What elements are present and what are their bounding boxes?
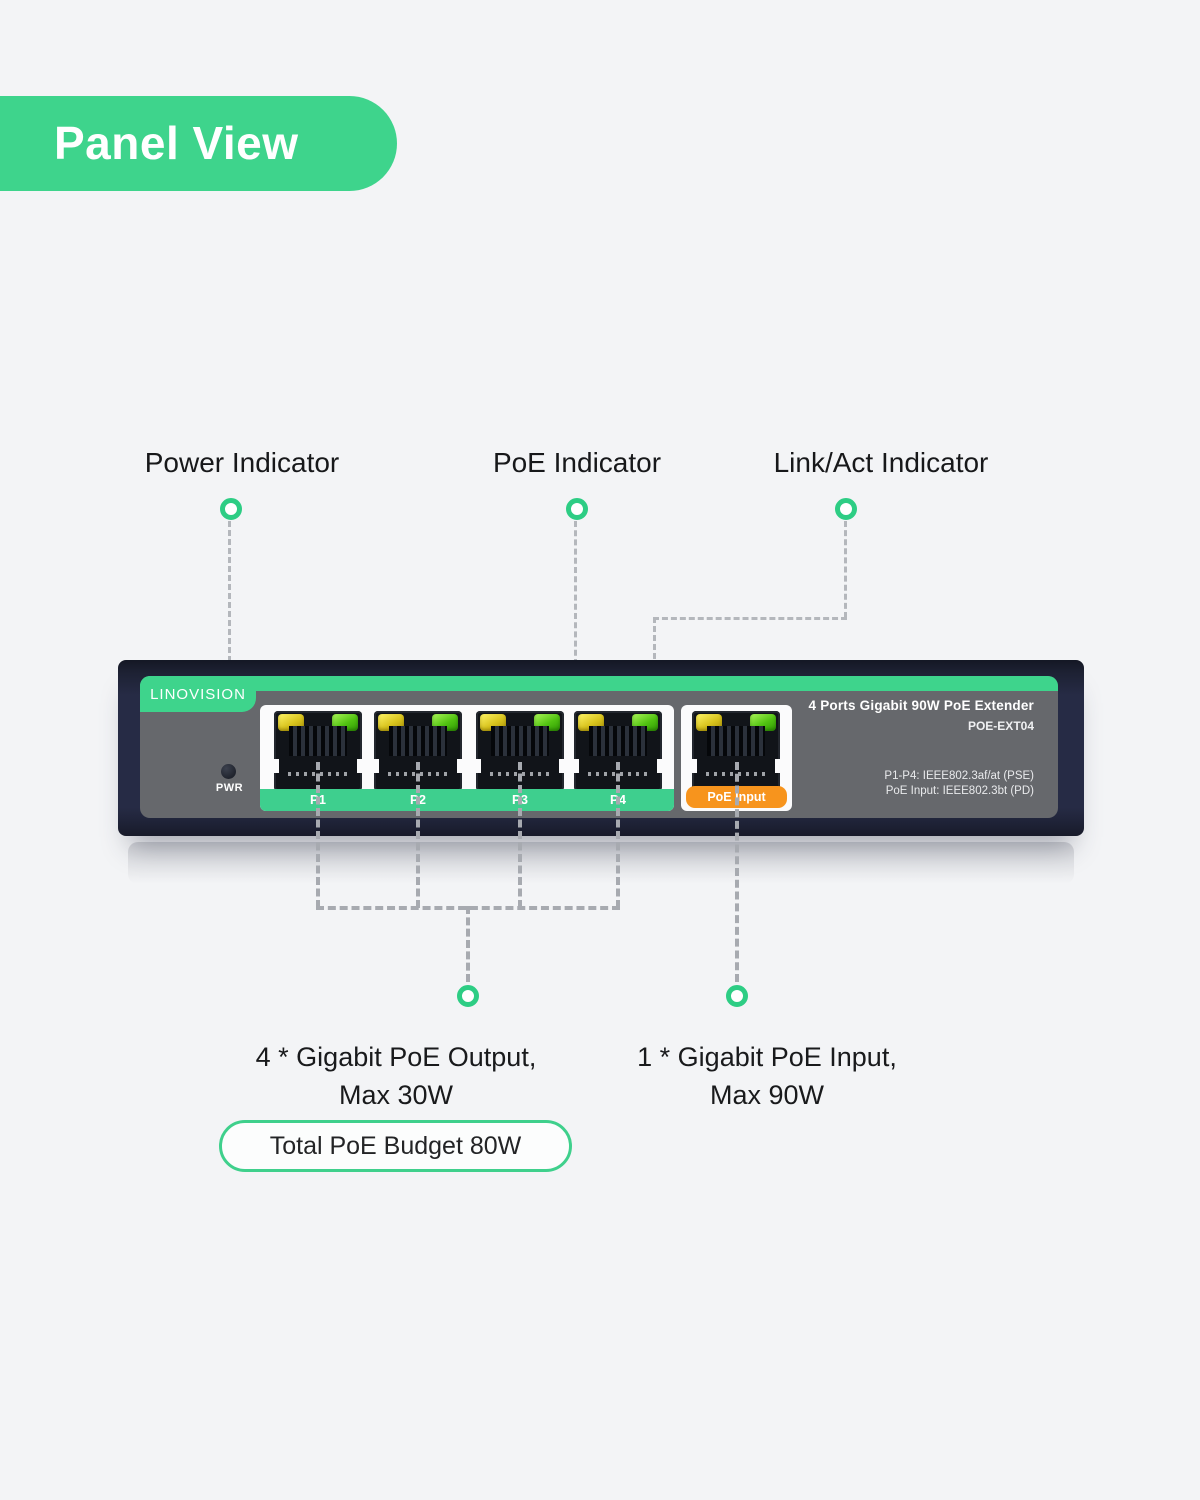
rj45-pins bbox=[589, 726, 647, 756]
device-title-block: 4 Ports Gigabit 90W PoE Extender POE-EXT… bbox=[809, 698, 1034, 733]
power-led-label: PWR bbox=[215, 782, 244, 794]
input-annotation-line2: Max 90W bbox=[709, 1080, 825, 1110]
device-model-number: POE-EXT04 bbox=[967, 719, 1034, 733]
port3-callout-line bbox=[518, 762, 522, 908]
port4-callout-line bbox=[616, 762, 620, 908]
output-callout-line bbox=[466, 906, 470, 982]
input-callout-line bbox=[735, 762, 739, 982]
output-callout-dot-icon bbox=[457, 985, 479, 1007]
output-annotation: 4 * Gigabit PoE Output, Max 30W bbox=[196, 1038, 596, 1114]
output-port-group: P1 P2 P3 P4 bbox=[260, 705, 674, 811]
power-callout-line bbox=[228, 521, 231, 761]
output-annotation-line1: 4 * Gigabit PoE Output, bbox=[255, 1042, 537, 1072]
section-title-badge: Panel View bbox=[0, 96, 397, 191]
power-led-icon bbox=[221, 764, 236, 779]
input-callout-dot-icon bbox=[726, 985, 748, 1007]
rj45-pins bbox=[389, 726, 447, 756]
poe-extender-device: LINOVISION 4 Ports Gigabit 90W PoE Exten… bbox=[118, 660, 1084, 836]
device-product-title: 4 Ports Gigabit 90W PoE Extender bbox=[808, 698, 1034, 713]
power-indicator-label: Power Indicator bbox=[144, 447, 340, 478]
rj45-port-p4 bbox=[573, 711, 663, 791]
section-title: Panel View bbox=[54, 117, 299, 169]
output-annotation-line2: Max 30W bbox=[338, 1080, 454, 1110]
faceplate-accent-strip bbox=[140, 676, 1058, 691]
linkact-indicator-label: Link/Act Indicator bbox=[773, 447, 989, 478]
device-reflection bbox=[128, 842, 1074, 884]
brand-logo: LINOVISION bbox=[140, 676, 256, 712]
device-spec-pd: PoE Input: IEEE802.3bt (PD) bbox=[885, 785, 1034, 797]
port2-callout-line bbox=[416, 762, 420, 908]
device-spec-pse: P1-P4: IEEE802.3af/at (PSE) bbox=[884, 770, 1034, 782]
output-ports-label-strip: P1 P2 P3 P4 bbox=[260, 789, 674, 811]
power-callout-dot-icon bbox=[220, 498, 242, 520]
linkact-callout-dot-icon bbox=[835, 498, 857, 520]
poe-budget-badge: Total PoE Budget 80W bbox=[219, 1120, 572, 1172]
poe-callout-line bbox=[574, 521, 577, 711]
device-spec-block: P1-P4: IEEE802.3af/at (PSE) PoE Input: I… bbox=[884, 769, 1034, 799]
port1-callout-line bbox=[316, 762, 320, 908]
input-annotation-line1: 1 * Gigabit PoE Input, bbox=[637, 1042, 897, 1072]
rj45-pins bbox=[707, 726, 765, 756]
poe-indicator-label: PoE Indicator bbox=[492, 447, 662, 478]
linkact-callout-line-v1 bbox=[844, 521, 847, 618]
rj45-pins bbox=[491, 726, 549, 756]
poe-callout-dot-icon bbox=[566, 498, 588, 520]
device-faceplate: LINOVISION 4 Ports Gigabit 90W PoE Exten… bbox=[140, 676, 1058, 818]
rj45-pins bbox=[289, 726, 347, 756]
linkact-callout-line-h bbox=[653, 617, 847, 620]
input-annotation: 1 * Gigabit PoE Input, Max 90W bbox=[567, 1038, 967, 1114]
